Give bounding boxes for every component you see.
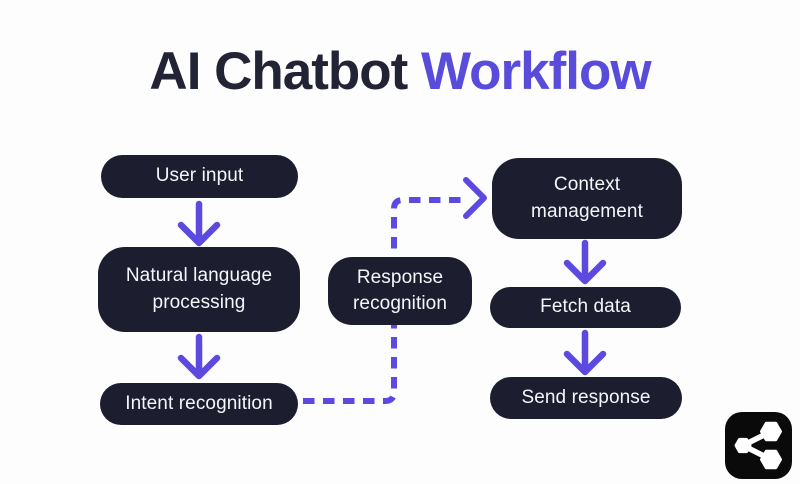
title-prefix: AI Chatbot	[149, 42, 422, 101]
node-intent-recognition: Intent recognition	[100, 383, 298, 425]
share-icon	[734, 421, 782, 470]
page-title: AI Chatbot Workflow	[0, 42, 800, 101]
title-highlight: Workflow	[421, 42, 652, 101]
node-label: Intent recognition	[125, 392, 273, 414]
share-badge[interactable]	[725, 412, 792, 479]
node-label: Fetch data	[540, 296, 631, 318]
node-label: Natural language processing	[125, 265, 273, 313]
arrow-context-to-fetch	[563, 239, 607, 285]
node-label: Context management	[531, 174, 643, 222]
node-user-input: User input	[101, 155, 298, 198]
arrow-fetch-to-send	[563, 329, 607, 376]
node-natural-language-processing: Natural language processing	[98, 247, 300, 332]
node-send-response: Send response	[490, 377, 682, 419]
node-context-management: Context management	[492, 158, 682, 239]
arrow-user-to-nlp	[177, 200, 221, 247]
node-label: User input	[155, 165, 244, 187]
node-label: Send response	[521, 386, 651, 408]
arrow-nlp-to-intent	[177, 333, 221, 380]
node-label: Response recognition	[352, 266, 448, 314]
node-fetch-data: Fetch data	[490, 287, 681, 328]
node-response-recognition: Response recognition	[328, 257, 472, 325]
